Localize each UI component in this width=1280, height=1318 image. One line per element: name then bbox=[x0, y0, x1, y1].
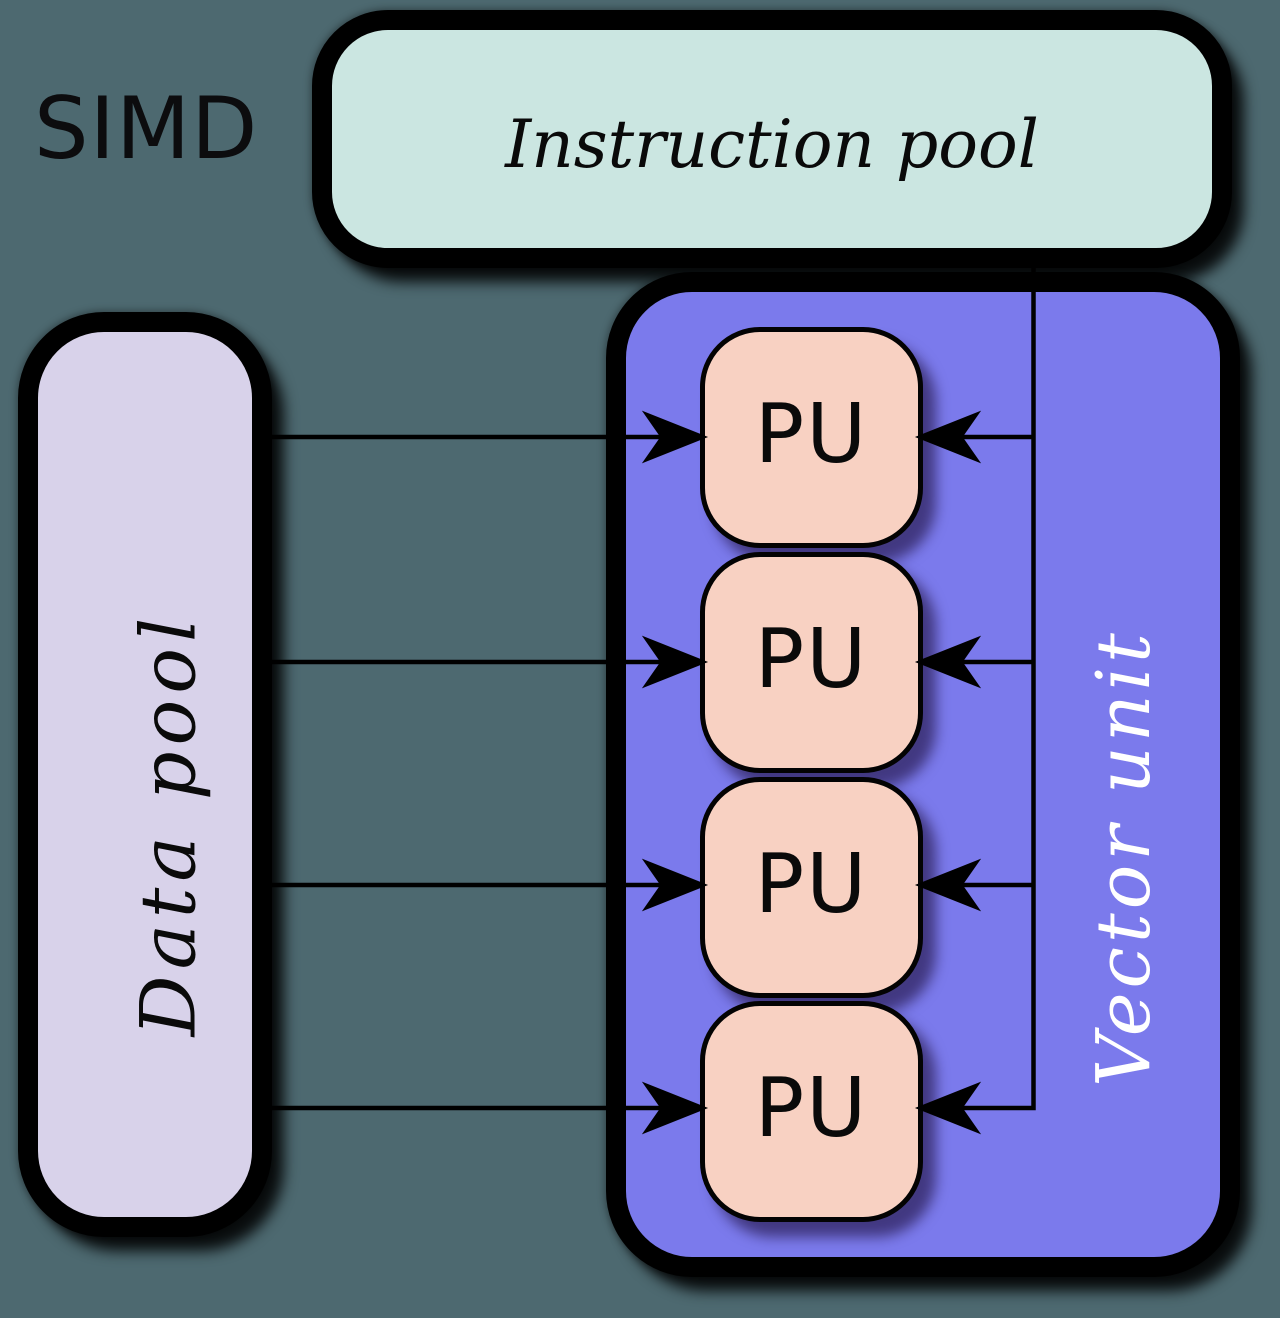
processing-unit-4-label: PU bbox=[754, 1061, 869, 1156]
processing-unit-2: PU bbox=[700, 552, 923, 773]
data-pool-label: Data pool bbox=[123, 611, 213, 1037]
processing-unit-2-label: PU bbox=[754, 612, 869, 707]
instruction-pool-box: Instruction pool bbox=[312, 10, 1232, 268]
processing-unit-3-label: PU bbox=[754, 837, 869, 932]
diagram-title: SIMD bbox=[34, 79, 259, 179]
processing-unit-3: PU bbox=[700, 777, 923, 998]
data-pool-box: Data pool bbox=[18, 312, 272, 1237]
processing-unit-4: PU bbox=[700, 1001, 923, 1222]
vector-unit-label: Vector unit bbox=[1081, 629, 1167, 1087]
processing-unit-1: PU bbox=[700, 327, 923, 548]
processing-unit-1-label: PU bbox=[754, 387, 869, 482]
instruction-pool-label: Instruction pool bbox=[505, 105, 1039, 183]
